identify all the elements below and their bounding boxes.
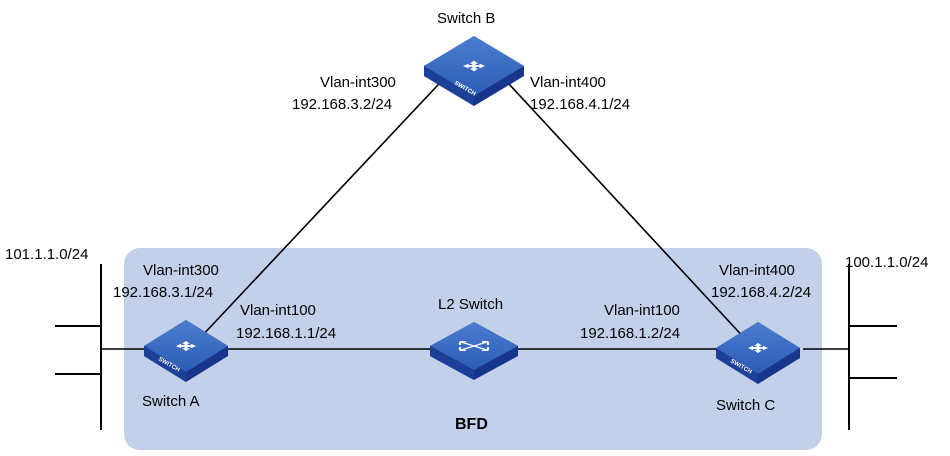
l2-switch-label: L2 Switch — [438, 296, 504, 313]
switch-c-icon: SWITCH — [716, 322, 800, 384]
switch-c-label: Switch C — [716, 397, 776, 414]
switch-a-up-interface: Vlan-int300 — [143, 262, 219, 279]
link-a-b — [199, 69, 453, 339]
switch-b-left-ip: 192.168.3.2/24 — [292, 96, 393, 113]
l2-switch-icon — [430, 322, 518, 380]
switch-c-left-ip: 192.168.1.2/24 — [580, 325, 681, 342]
switch-a-right-ip: 192.168.1.1/24 — [236, 325, 337, 342]
network-left-label: 101.1.1.0/24 — [5, 246, 89, 263]
lan-left — [55, 264, 102, 430]
switch-a-icon: SWITCH — [144, 320, 228, 382]
network-right-label: 100.1.1.0/24 — [845, 254, 929, 271]
switch-b-right-interface: Vlan-int400 — [530, 74, 606, 91]
switch-b-right-ip: 192.168.4.1/24 — [530, 96, 631, 113]
switch-b-left-interface: Vlan-int300 — [320, 74, 396, 91]
switch-c-up-interface: Vlan-int400 — [719, 262, 795, 279]
lan-right — [848, 264, 897, 430]
link-b-c — [495, 69, 749, 343]
links — [101, 69, 849, 350]
switch-a-up-ip: 192.168.3.1/24 — [113, 284, 214, 301]
switch-a-label: Switch A — [142, 393, 200, 410]
bfd-label: BFD — [455, 416, 488, 433]
switch-a-right-interface: Vlan-int100 — [240, 302, 316, 319]
switch-b-icon: SWITCH — [424, 36, 524, 106]
switch-b-label: Switch B — [437, 10, 496, 27]
switch-c-left-interface: Vlan-int100 — [604, 302, 680, 319]
switch-c-up-ip: 192.168.4.2/24 — [711, 284, 812, 301]
